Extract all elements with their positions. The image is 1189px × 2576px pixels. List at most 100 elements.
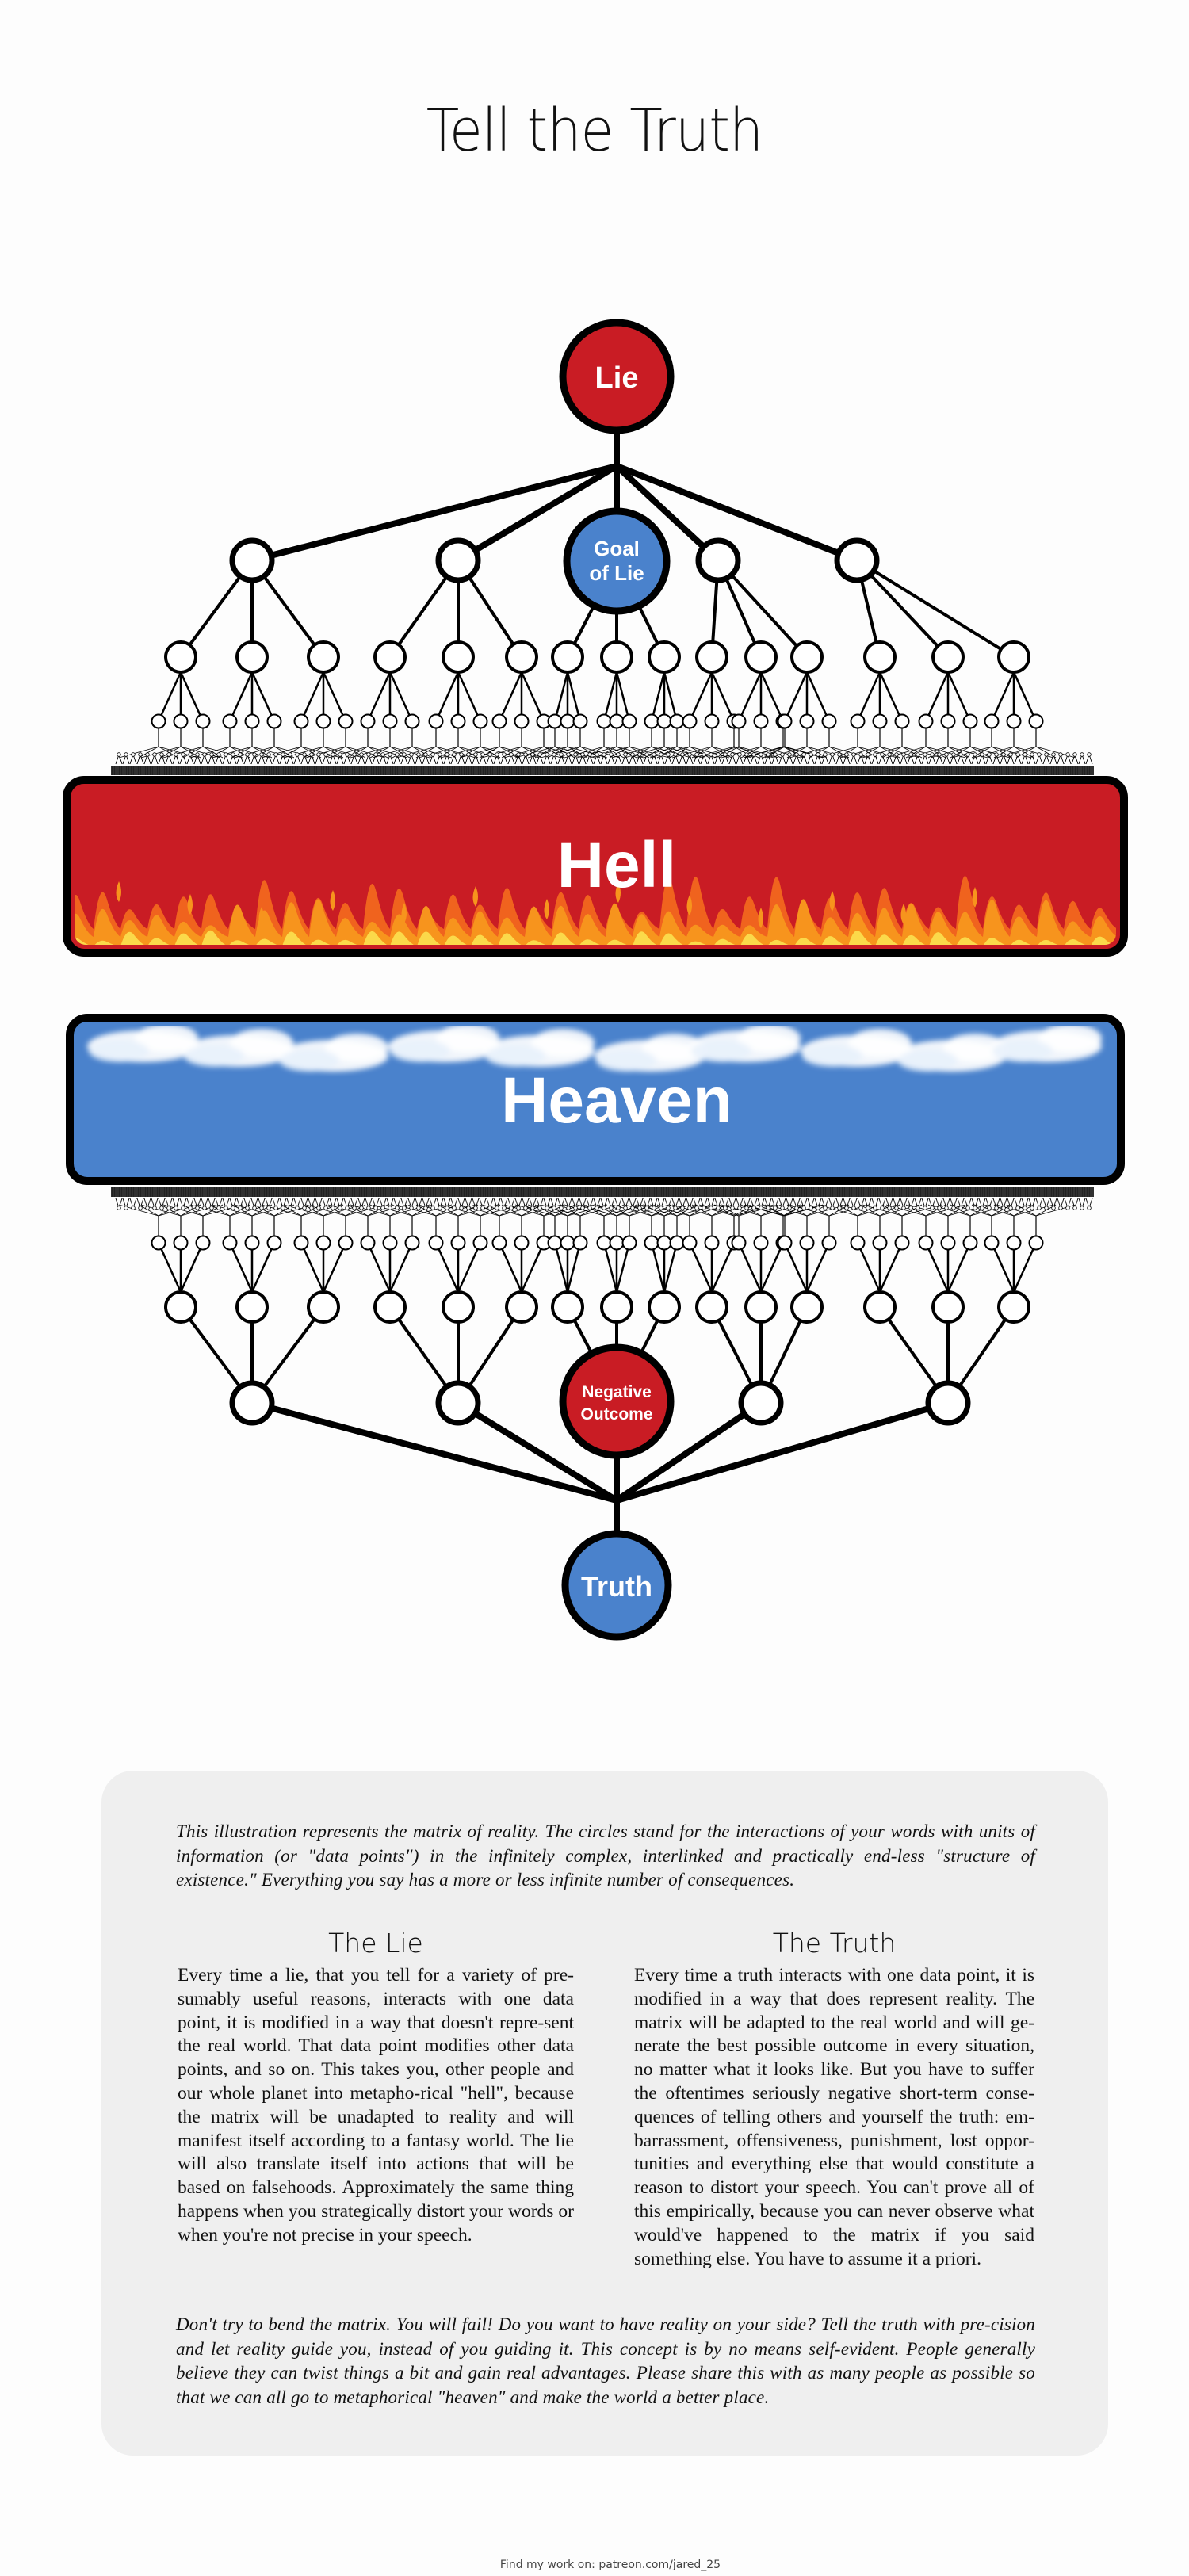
data-point-node	[293, 713, 309, 729]
top-mesh-layer	[110, 728, 1094, 775]
data-point-node	[940, 713, 956, 729]
data-point-node	[656, 713, 672, 729]
page-title: Tell the Truth	[426, 97, 763, 165]
data-point-node	[821, 1235, 837, 1251]
data-point-node	[609, 713, 625, 729]
data-point-node	[695, 537, 741, 583]
data-point-node	[164, 640, 197, 674]
data-point-node	[799, 1235, 815, 1251]
data-point-node	[1006, 713, 1022, 729]
data-point-node	[695, 1290, 728, 1324]
data-point-node	[790, 640, 824, 674]
negative-outcome-node: Negative Outcome	[559, 1343, 675, 1459]
data-point-node	[505, 1290, 538, 1324]
data-point-node	[360, 1235, 376, 1251]
data-point-node	[940, 1235, 956, 1251]
data-point-node	[151, 713, 166, 729]
footer-credit[interactable]: Find my work on: patreon.com/jared_25	[499, 2559, 721, 2571]
data-point-node	[894, 1235, 910, 1251]
data-point-node	[695, 640, 728, 674]
truth-heading: The Truth	[772, 1928, 897, 1959]
data-point-node	[505, 640, 538, 674]
data-point-node	[669, 1235, 685, 1251]
data-point-node	[514, 1235, 530, 1251]
data-point-node	[744, 1290, 778, 1324]
data-point-node	[821, 713, 837, 729]
data-point-node	[777, 1235, 793, 1251]
intro-text: This illustration represents the matrix …	[176, 1821, 1035, 1890]
bottom-mesh-layer	[110, 1187, 1094, 1236]
truth-body: Every time a truth interacts with one da…	[634, 1965, 1034, 2269]
data-point-node	[738, 1380, 784, 1426]
data-point-node	[984, 1235, 1000, 1251]
data-point-node	[596, 1235, 612, 1251]
data-point-node	[442, 640, 475, 674]
data-point-node	[984, 713, 1000, 729]
data-point-node	[360, 713, 376, 729]
data-point-node	[863, 640, 897, 674]
bottom-tree-nodes	[151, 1235, 1044, 1426]
data-point-node	[442, 1290, 475, 1324]
truth-node: Truth	[561, 1530, 672, 1641]
closing-text: Don't try to bend the matrix. You will f…	[176, 2314, 1035, 2407]
data-point-node	[229, 1380, 275, 1426]
data-point-node	[315, 713, 331, 729]
data-point-node	[435, 1380, 481, 1426]
truth-column: The Truth Every time a truth interacts w…	[634, 1928, 1034, 2271]
goal-of-lie-label-line2: of Lie	[589, 561, 644, 585]
data-point-node	[222, 1235, 238, 1251]
data-point-node	[753, 713, 769, 729]
data-point-node	[872, 713, 888, 729]
data-point-node	[235, 1290, 269, 1324]
data-point-node	[648, 640, 681, 674]
data-point-node	[244, 1235, 260, 1251]
data-point-node	[656, 1235, 672, 1251]
data-point-node	[753, 1235, 769, 1251]
lie-column: The Lie Every time a lie, that you tell …	[178, 1928, 574, 2248]
data-point-node	[315, 1235, 331, 1251]
truth-node-label: Truth	[581, 1570, 652, 1603]
heaven-label: Heaven	[501, 1064, 732, 1137]
data-point-node	[648, 1290, 681, 1324]
data-point-node	[834, 537, 880, 583]
lie-node-label: Lie	[595, 361, 639, 395]
data-point-node	[731, 713, 747, 729]
goal-of-lie-label-line1: Goal	[594, 537, 640, 560]
data-point-node	[704, 1235, 720, 1251]
data-point-node	[229, 537, 275, 583]
lie-heading: The Lie	[328, 1928, 423, 1959]
data-point-node	[560, 1235, 575, 1251]
data-point-node	[222, 713, 238, 729]
data-point-node	[621, 1235, 637, 1251]
data-point-node	[918, 713, 934, 729]
data-point-node	[777, 713, 793, 729]
data-point-node	[472, 1235, 488, 1251]
data-point-node	[962, 713, 978, 729]
data-point-node	[195, 713, 211, 729]
data-point-node	[744, 640, 778, 674]
data-point-node	[551, 1290, 584, 1324]
hell-label: Hell	[557, 829, 676, 901]
data-point-node	[669, 713, 685, 729]
data-point-node	[491, 1235, 507, 1251]
data-point-node	[731, 1235, 747, 1251]
data-point-node	[547, 713, 563, 729]
data-point-node	[925, 1380, 971, 1426]
data-point-node	[547, 1235, 563, 1251]
data-point-node	[962, 1235, 978, 1251]
data-point-node	[373, 1290, 407, 1324]
data-point-node	[338, 713, 354, 729]
data-point-node	[293, 1235, 309, 1251]
data-point-node	[307, 1290, 340, 1324]
data-point-node	[514, 713, 530, 729]
data-point-node	[997, 1290, 1030, 1324]
data-point-node	[790, 1290, 824, 1324]
data-point-node	[235, 640, 269, 674]
data-point-node	[644, 1235, 659, 1251]
data-point-node	[644, 713, 659, 729]
data-point-node	[195, 1235, 211, 1251]
lie-node: Lie	[559, 319, 675, 434]
data-point-node	[596, 713, 612, 729]
explanation-panel: This illustration represents the matrix …	[101, 1771, 1108, 2456]
data-point-node	[404, 713, 420, 729]
